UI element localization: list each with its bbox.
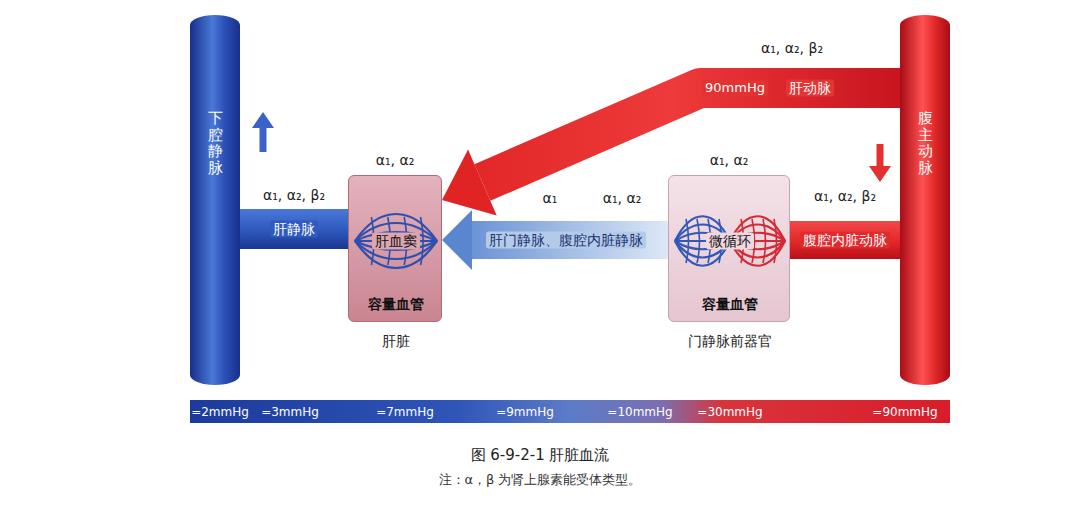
vessel-label: 腹腔内脏动脉 xyxy=(800,232,890,249)
portal-vein xyxy=(442,210,668,270)
liver-box: 肝血窦容量血管肝脏 xyxy=(348,175,442,322)
vessel-label: 肝动脉 xyxy=(786,80,834,97)
pressure-value: =7mmHg xyxy=(376,404,434,418)
receptor-label: α₁, α₂ xyxy=(603,190,642,207)
arrow-shaft xyxy=(260,126,267,152)
vessel-link xyxy=(697,219,700,263)
arrow-head xyxy=(442,149,497,215)
pressure-value: =30mmHg xyxy=(697,404,762,418)
portal-organ-box: 微循环容量血管门静脉前器官 xyxy=(668,175,790,322)
receptor-label: α₁, α₂, β₂ xyxy=(263,187,325,204)
vessel-band xyxy=(482,88,900,182)
vessel-name: 腹主动脉 xyxy=(918,110,933,176)
vessel-band xyxy=(790,221,900,259)
vessel-link xyxy=(774,219,777,263)
pressure-value: =9mmHg xyxy=(496,404,554,418)
box-text: 肝血窦 xyxy=(372,233,420,250)
receptor-label: α₁, α₂, β₂ xyxy=(814,188,876,205)
vessel-label: 肝门静脉、腹腔内脏静脉 xyxy=(486,232,646,249)
figure-caption: 图 6-9-2-1 肝脏血流 xyxy=(471,446,610,464)
vessel-link xyxy=(421,217,424,265)
arrow-head xyxy=(869,166,891,182)
flow-arrow-up xyxy=(252,112,274,152)
vessel-link xyxy=(763,219,766,263)
organ-name: 肝脏 xyxy=(382,333,410,350)
vessel-band xyxy=(472,221,668,259)
vena-cava-pipe: 下腔静脉 xyxy=(190,15,240,385)
vessel-label: 肝静脉 xyxy=(270,221,318,238)
arrow-head xyxy=(442,210,472,270)
receptor-label: α₁, α₂ xyxy=(710,152,749,169)
receptor-label: α₁ xyxy=(543,190,558,207)
box-text: 微循环 xyxy=(706,233,754,250)
vessel-band xyxy=(240,209,348,249)
receptor-label: α₁, α₂, β₂ xyxy=(761,40,823,57)
box-text: 容量血管 xyxy=(702,296,758,313)
aorta-pipe: 腹主动脉 xyxy=(900,15,950,385)
vessel-link xyxy=(686,219,689,263)
arrow-shaft xyxy=(877,144,884,168)
pressure-value: =2mmHg xyxy=(191,404,249,418)
vessel-name: 下腔静脉 xyxy=(208,110,223,176)
organ-name: 门静脉前器官 xyxy=(688,333,772,350)
pressure-value: =10mmHg xyxy=(607,404,672,418)
note-text: 注：α，β 为肾上腺素能受体类型。 xyxy=(439,472,642,488)
box-text: 容量血管 xyxy=(368,296,424,313)
pressure-value: =90mmHg xyxy=(872,404,937,418)
pressure-band: =2mmHg =3mmHg =7mmHg =9mmHg =10mmHg =30mmHg =9… xyxy=(190,400,950,423)
arrow-head xyxy=(252,112,274,128)
flow-arrow-down xyxy=(869,144,891,182)
pressure-value: =3mmHg xyxy=(261,404,319,418)
receptor-label: α₁, α₂ xyxy=(376,152,415,169)
pressure-label: 90mmHg xyxy=(702,80,768,96)
